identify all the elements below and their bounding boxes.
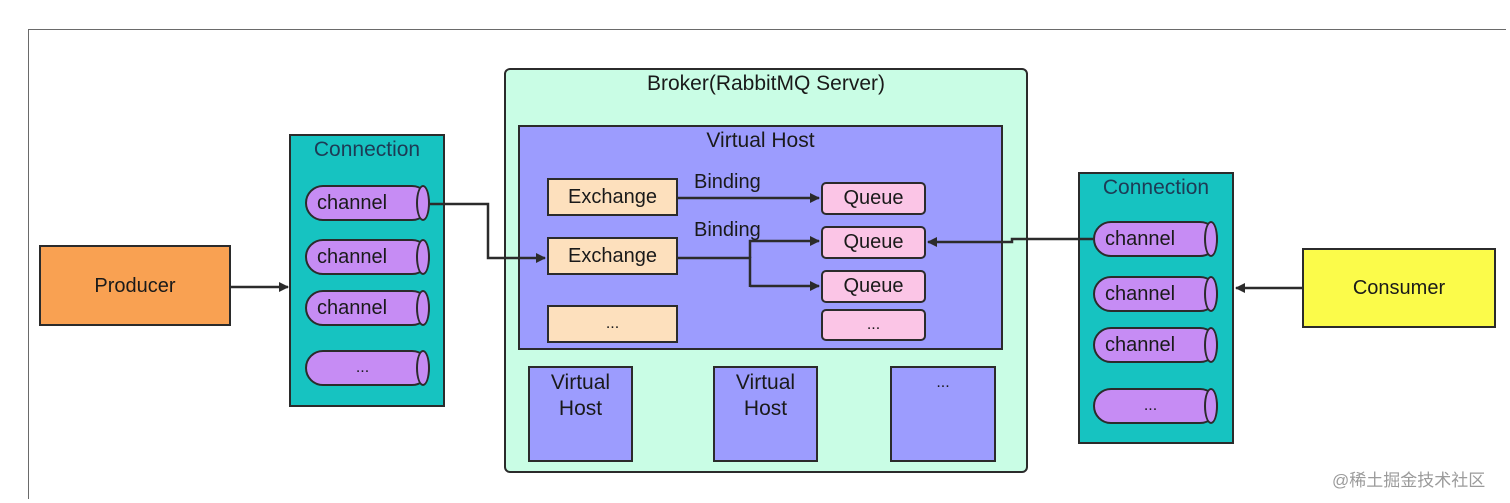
channel-label: ... bbox=[355, 359, 370, 376]
consumer-channel-more: ... bbox=[1093, 388, 1218, 424]
exchange-2: Exchange bbox=[547, 237, 678, 275]
queue-label: Queue bbox=[843, 275, 904, 297]
cylinder-cap bbox=[1204, 221, 1218, 257]
producer-channel-1: channel bbox=[305, 185, 430, 221]
virtual-host-label: ... bbox=[936, 374, 950, 391]
binding-label-1: Binding bbox=[694, 171, 761, 193]
consumer-channel-1: channel bbox=[1093, 221, 1218, 257]
producer-channel-3: channel bbox=[305, 290, 430, 326]
virtual-host-title: Virtual Host bbox=[706, 129, 815, 152]
queue-1: Queue bbox=[821, 182, 926, 215]
queue-more: ... bbox=[821, 309, 926, 341]
exchange-label: Exchange bbox=[568, 244, 657, 267]
cylinder-cap bbox=[1204, 388, 1218, 424]
queue-label: ... bbox=[866, 316, 881, 333]
consumer-channel-2: channel bbox=[1093, 276, 1218, 312]
connection-title: Connection bbox=[313, 138, 421, 161]
channel-to-queue-arrow bbox=[927, 237, 1093, 247]
consumer-channel-3: channel bbox=[1093, 327, 1218, 363]
exchange-more: ... bbox=[547, 305, 678, 343]
cylinder-cap bbox=[416, 185, 430, 221]
channel-label: channel bbox=[317, 191, 388, 214]
channel-label: ... bbox=[1143, 397, 1158, 414]
diagram-frame bbox=[28, 29, 1506, 499]
cylinder-cap bbox=[1204, 276, 1218, 312]
exchange2-main-line bbox=[678, 256, 752, 287]
connection-title: Connection bbox=[1102, 176, 1210, 199]
channel-label: channel bbox=[1105, 227, 1176, 250]
virtual-host-more: ... bbox=[890, 366, 996, 462]
cylinder-cap bbox=[416, 239, 430, 275]
cylinder-cap bbox=[1204, 327, 1218, 363]
queue-2: Queue bbox=[821, 226, 926, 259]
queue-label: Queue bbox=[843, 231, 904, 253]
producer-label: Producer bbox=[94, 274, 176, 297]
channel-label: channel bbox=[317, 245, 388, 268]
queue-label: Queue bbox=[843, 187, 904, 209]
binding-label-2: Binding bbox=[694, 219, 761, 241]
exchange-label: ... bbox=[605, 315, 620, 332]
producer-channel-more: ... bbox=[305, 350, 430, 386]
exchange2-binding-arrow-queue2 bbox=[748, 236, 820, 258]
cylinder-cap bbox=[416, 350, 430, 386]
consumer-box: Consumer bbox=[1302, 248, 1496, 328]
queue-3: Queue bbox=[821, 270, 926, 303]
channel-label: channel bbox=[317, 296, 388, 319]
channel-to-exchange-arrow bbox=[430, 202, 546, 263]
broker-title: Broker(RabbitMQ Server) bbox=[646, 72, 886, 95]
channel-label: channel bbox=[1105, 282, 1176, 305]
producer-channel-2: channel bbox=[305, 239, 430, 275]
channel-label: channel bbox=[1105, 333, 1176, 356]
exchange-label: Exchange bbox=[568, 185, 657, 208]
exchange-1: Exchange bbox=[547, 178, 678, 216]
consumer-label: Consumer bbox=[1352, 277, 1446, 299]
cylinder-cap bbox=[416, 290, 430, 326]
watermark: @稀土掘金技术社区 bbox=[1332, 471, 1486, 490]
producer-box: Producer bbox=[39, 245, 231, 326]
